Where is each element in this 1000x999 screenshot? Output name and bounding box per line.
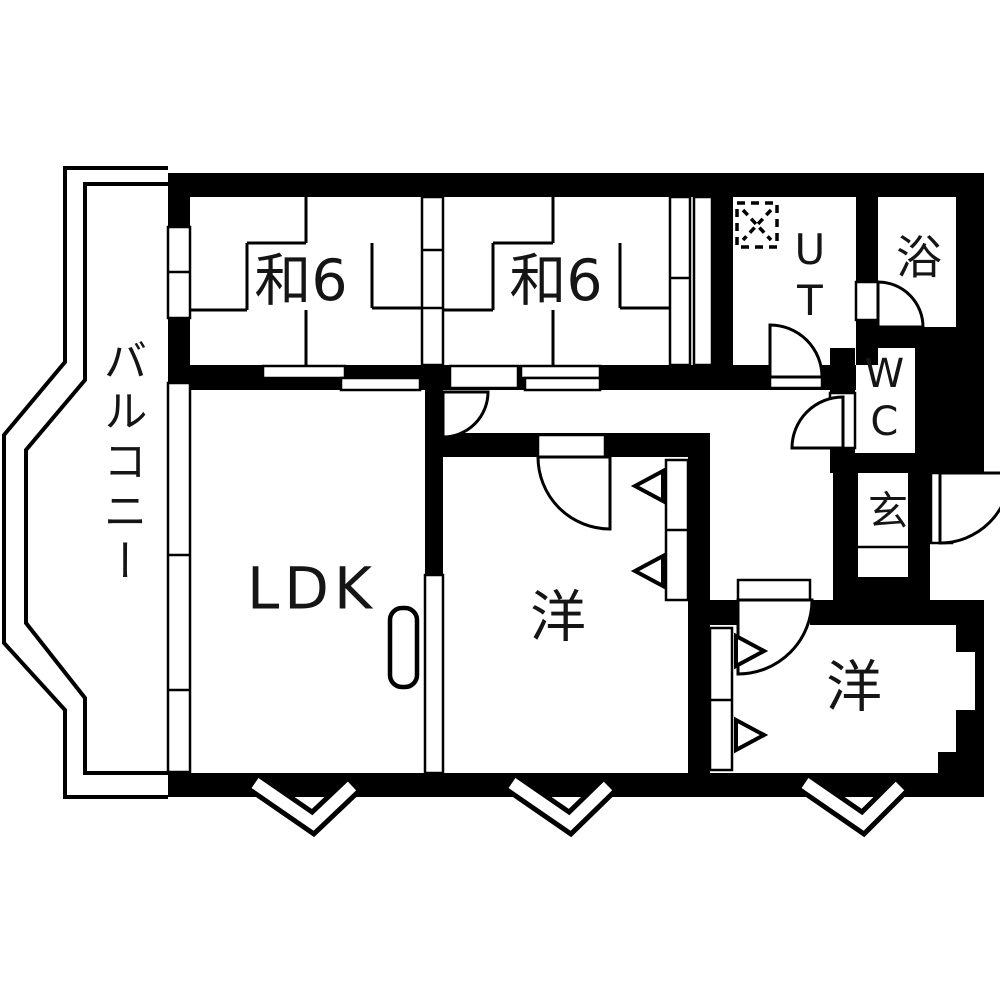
door-arc-washitsu2 xyxy=(441,390,490,439)
entrance-label: 玄 xyxy=(868,488,908,535)
bay-window-western-center xyxy=(505,773,616,838)
wall-bottom xyxy=(168,773,984,797)
bay-window-ldk xyxy=(248,773,360,838)
washitsu2-label: 和6 xyxy=(509,247,603,314)
closet-western-center xyxy=(630,458,690,602)
washing-machine-icon xyxy=(735,201,779,249)
wall-top xyxy=(168,173,984,197)
washitsu1-label: 和6 xyxy=(254,247,348,314)
tatami-lines-washitsu2 xyxy=(443,197,670,365)
closet-doors-washitsu1 xyxy=(261,364,422,392)
wall-closet-column xyxy=(688,433,710,773)
door-arc-wc xyxy=(790,395,845,450)
wall-corner-step xyxy=(938,752,984,797)
balcony-window-ldk xyxy=(166,381,192,774)
door-leaf-washitsu2 xyxy=(448,364,520,390)
window-western-right xyxy=(956,652,975,710)
balcony-inner-outline xyxy=(24,182,168,775)
sliding-door-ldk xyxy=(387,573,445,775)
door-arc-western-center xyxy=(536,455,612,531)
wall-under-wc xyxy=(830,453,984,473)
fusuma-washitsu-divider xyxy=(420,195,445,367)
wall-ldk-western xyxy=(425,390,443,575)
ldk-label: LDK xyxy=(246,554,378,623)
bay-window-western-right xyxy=(798,773,908,838)
balcony-window-washitsu1 xyxy=(166,225,192,320)
closet-doors-washitsu2 xyxy=(519,364,602,392)
door-leaf-bath xyxy=(854,280,880,322)
tatami-lines-washitsu1 xyxy=(190,197,422,365)
door-arc-western-right xyxy=(736,598,814,676)
bath-label: 浴 xyxy=(896,230,942,285)
wall-genkan-right xyxy=(908,473,930,600)
wall-genkan-bottom xyxy=(833,577,930,600)
utility-label: UT xyxy=(785,225,835,327)
western-right-label: 洋 xyxy=(826,655,882,721)
wall-bath-bottom xyxy=(856,327,984,348)
fusuma-washitsu2-right xyxy=(668,195,714,367)
balcony-outer-outline xyxy=(1,166,168,799)
toilet-label: WC xyxy=(861,351,908,447)
door-arc-utility xyxy=(768,323,824,379)
closet-western-right xyxy=(708,626,769,772)
wall-genkan-left xyxy=(833,473,858,577)
wall-western-right-top xyxy=(688,600,984,625)
balcony-label: バルコニー xyxy=(95,338,147,588)
western-center-label: 洋 xyxy=(530,585,586,651)
door-leaf-western-center xyxy=(536,433,607,459)
door-arc-bath xyxy=(876,280,925,329)
wall-wc-right xyxy=(915,348,984,453)
wall-washitsu2-ut xyxy=(712,197,733,390)
door-arc-front xyxy=(938,471,1000,545)
door-leaf-western-right xyxy=(736,578,812,603)
